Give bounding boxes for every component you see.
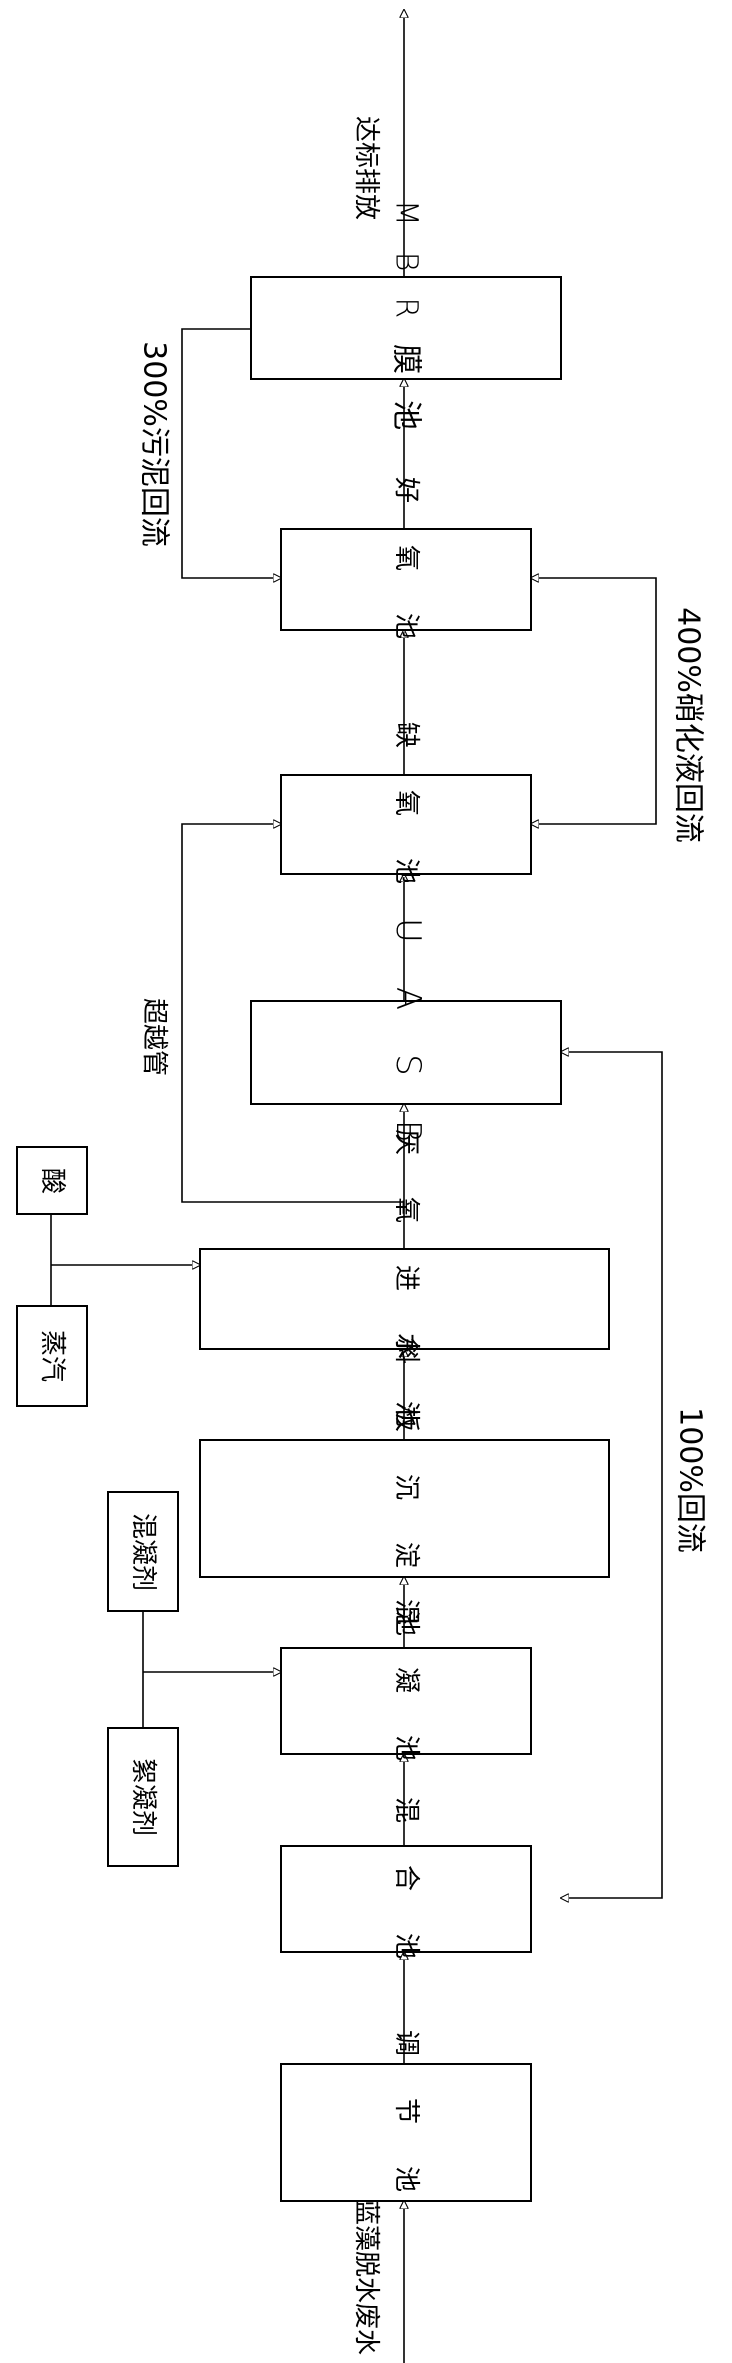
influent-label: 蓝藻脱水废水 (351, 2199, 381, 2355)
flocculant-box (107, 1727, 179, 1867)
mixing-tank-label: 混合池 (391, 1797, 421, 2001)
coagulation-tank-box (280, 1647, 532, 1755)
acid-box (16, 1146, 88, 1215)
mbr-tank-label: MBR膜池 (389, 200, 424, 456)
nitrate-reflux-label: 400%硝化液回流 (671, 607, 706, 843)
sludge-reflux-label: 300%污泥回流 (137, 341, 172, 547)
anaerobic-feed-tank-label: 厌氧进水池 (391, 1129, 421, 1469)
coagulant-box (107, 1491, 179, 1612)
discharge-label: 达标排放 (351, 116, 381, 220)
nitrate-reflux-line (531, 578, 657, 824)
steam-box (16, 1305, 88, 1407)
steam-label: 蒸汽 (37, 1330, 67, 1382)
coagulation-tank-label: 混凝池 (391, 1599, 421, 1803)
reflux-100-label: 100%回流 (673, 1407, 708, 1553)
aerobic-tank-label: 好氧池 (391, 477, 421, 681)
flocculant-label: 絮凝剂 (128, 1758, 158, 1836)
regulating-tank-box (280, 2063, 532, 2202)
anoxic-tank-box (280, 774, 532, 875)
anaerobic-feed-tank-box (199, 1248, 610, 1350)
coagulant-label: 混凝剂 (128, 1513, 158, 1591)
bypass-pipe-label: 超越管 (139, 998, 169, 1076)
uasb-box (250, 1000, 562, 1105)
anoxic-tank-label: 缺氧池 (391, 722, 421, 926)
mbr-tank-box (250, 276, 562, 380)
acid-label: 酸 (37, 1168, 67, 1194)
bypass-pipe-line (181, 824, 404, 1203)
inclined-plate-settler-box (199, 1439, 610, 1578)
mixing-tank-box (280, 1845, 532, 1953)
uasb-label: UASB (388, 918, 428, 1186)
sludge-reflux-line (181, 328, 281, 578)
inclined-plate-settler-label: 斜板沉淀池 (391, 1338, 421, 1678)
aerobic-tank-box (280, 528, 532, 631)
regulating-tank-label: 调节池 (391, 2030, 421, 2234)
reflux-100-line (561, 1052, 663, 1898)
